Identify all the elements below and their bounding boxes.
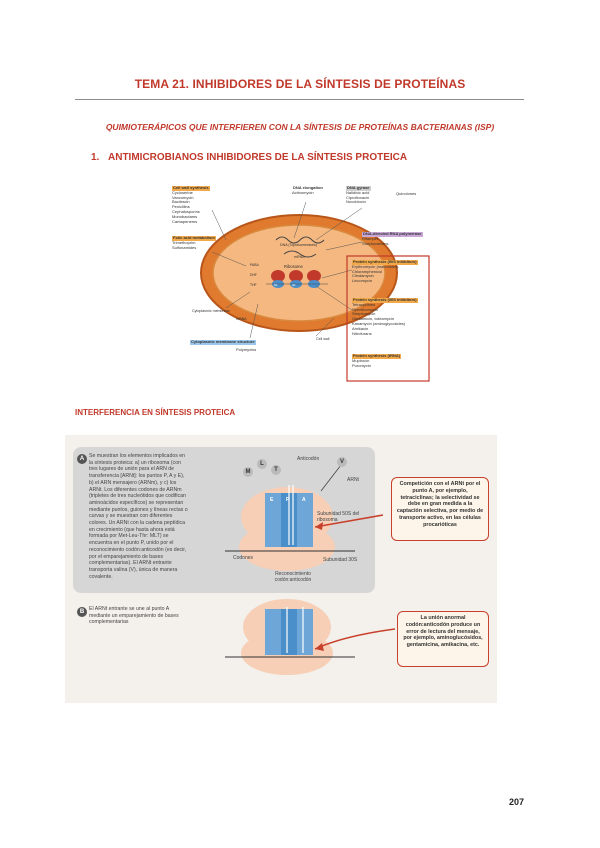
subheading: INTERFERENCIA EN SÍNTESIS PROTEICA [75,408,235,417]
s30-label: 30 [292,283,296,287]
panel-b-text: El ARNt entrante se une al punto A media… [89,606,185,626]
recognition-label: Reconocimiento codón:anticodón [265,571,321,583]
s50-label: 50 [274,283,278,287]
amino-l: L [257,459,267,469]
panel-b-letter: B [77,607,87,617]
mrna-top-label: mRNA [294,255,305,259]
section-number: 1. [91,152,108,163]
page-subtitle: QUIMIOTERÁPICOS QUE INTERFIEREN CON LA S… [0,122,600,132]
cell-wall-label: Cell wall [316,337,330,341]
amino-m: M [243,467,253,477]
anticodon-label: Anticodón [297,456,319,462]
protein-50s-group: Protein synthesis (50S inhibitors) Eryth… [352,260,426,284]
protein-synthesis-interference-figure: A Se muestran los elementos implicados e… [65,435,497,703]
dna-elongation-group: DNA elongation Actinomycin [292,186,332,196]
s50-label: Subunidad 50S del ribosoma [317,511,363,523]
section-heading: 1.ANTIMICROBIANOS INHIBIDORES DE LA SÍNT… [91,152,407,163]
callout-a: Competición con el ARNt por el punto A, … [391,477,489,541]
group-header: Cytoplasmic membrane structure [190,340,256,345]
paba-label: PABA [250,263,260,267]
quinolones-label: Quinolones [396,192,430,197]
amino-v: V [337,457,347,467]
ribosome-label: Ribosome [284,264,304,269]
thf-label: THF [250,283,257,287]
s30-label: Subunidad 30S [323,557,357,563]
title-divider [75,99,524,100]
callout-b: La unión anormal codón:anticodón produce… [397,611,489,667]
mrna-label: mRNA [236,317,247,321]
codones-label: Codones [233,555,253,561]
membrane-group: Cytoplasmic membrane structure [190,340,266,345]
cyto-label: Cytoplasmic membrane [192,309,230,313]
membrane-drug: Polymyxins [236,348,276,353]
site-p-label: P [286,497,289,503]
page-title: TEMA 21. INHIBIDORES DE LA SÍNTESIS DE P… [0,77,600,91]
site-a-label: A [302,497,306,503]
protein-30s-group: Protein synthesis (30S inhibitors) Tetra… [352,298,426,336]
dna-label: DNA (Topoisomerases) [280,243,317,247]
page-number: 207 [509,797,524,807]
dhf-label: DHF [250,273,257,277]
section-title: ANTIMICROBIANOS INHIBIDORES DE LA SÍNTES… [108,152,407,163]
antibiotic-targets-figure: DNA (Topoisomerases) mRNA Ribosome 50 30… [166,180,432,382]
site-e-label: E [270,497,273,503]
amino-t: T [271,465,281,475]
arnt-label: ARNt [347,477,359,483]
